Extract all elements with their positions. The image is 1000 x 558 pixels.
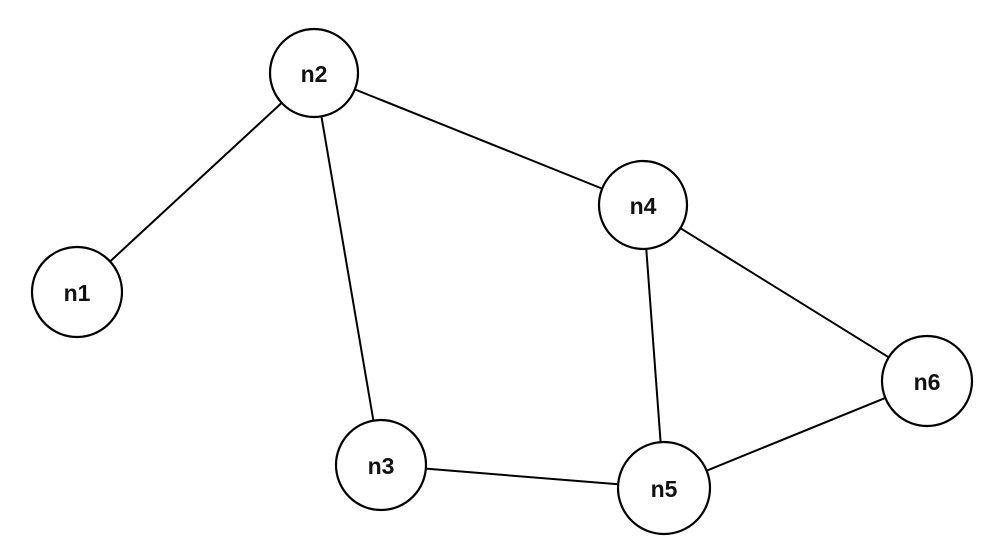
graph-node-n4[interactable]: n4 bbox=[597, 159, 689, 251]
graph-node-circle-n3[interactable] bbox=[334, 418, 428, 512]
edge-layer bbox=[109, 88, 890, 486]
graph-node-circle-n5[interactable] bbox=[616, 440, 712, 536]
graph-edge-n4-n6[interactable] bbox=[679, 227, 890, 359]
graph-edge-n3-n5[interactable] bbox=[424, 467, 620, 486]
graph-node-n1[interactable]: n1 bbox=[30, 245, 124, 339]
graph-node-n3[interactable]: n3 bbox=[334, 418, 428, 512]
graph-node-n2[interactable]: n2 bbox=[268, 27, 360, 119]
graph-edge-n2-n4[interactable] bbox=[353, 88, 604, 190]
graph-node-n6[interactable]: n6 bbox=[880, 334, 974, 428]
graph-node-circle-n2[interactable] bbox=[268, 27, 360, 119]
graph-edge-n2-n3[interactable] bbox=[320, 115, 375, 422]
graph-node-circle-n6[interactable] bbox=[880, 334, 974, 428]
graph-node-circle-n1[interactable] bbox=[30, 245, 124, 339]
graph-node-circle-n4[interactable] bbox=[597, 159, 689, 251]
node-layer: n1 n2 n3 n4 n5 n6 bbox=[30, 27, 974, 536]
graph-edge-n4-n5[interactable] bbox=[645, 247, 662, 444]
graph-node-n5[interactable]: n5 bbox=[616, 440, 712, 536]
graph-edge-n5-n6[interactable] bbox=[705, 396, 887, 472]
graph-edge-n1-n2[interactable] bbox=[109, 101, 283, 263]
